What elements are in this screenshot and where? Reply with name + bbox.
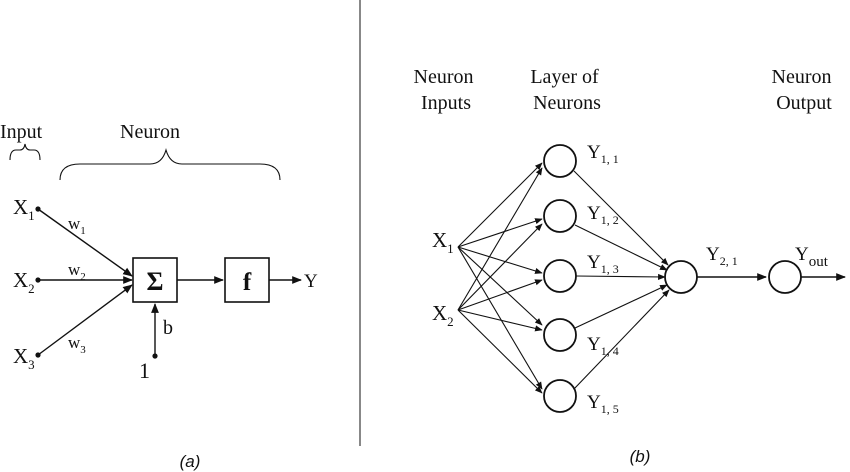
input-x2-label: X2 bbox=[13, 268, 35, 296]
header-layer-of-neurons: Layer of Neurons bbox=[530, 66, 603, 114]
input-hidden-connections bbox=[457, 162, 543, 394]
connection-h5-out bbox=[573, 289, 670, 390]
output-neuron bbox=[664, 260, 698, 294]
panel-a: Input Neuron X1 X2 X3 w1 w2 w3 Σ f Y bbox=[0, 121, 318, 471]
hidden-neuron-1-label: Y1, 1 bbox=[587, 142, 619, 166]
neuron-group-label: Neuron bbox=[120, 121, 180, 143]
input-x2-label: X2 bbox=[432, 301, 454, 329]
panel-b-caption: (b) bbox=[630, 447, 651, 466]
input-group-label: Input bbox=[0, 121, 43, 143]
input-brace bbox=[9, 143, 41, 161]
hidden-neuron-2-label: Y1, 2 bbox=[587, 203, 619, 227]
hidden-neuron-2 bbox=[543, 199, 577, 233]
hidden-neuron-1 bbox=[543, 144, 577, 178]
hidden-output-connections bbox=[573, 170, 670, 390]
panel-b: Neuron Inputs Layer of Neurons Neuron Ou… bbox=[414, 66, 846, 466]
weight-w2-label: w2 bbox=[68, 260, 86, 283]
final-neuron bbox=[768, 260, 802, 294]
activation-box bbox=[224, 257, 270, 303]
weight-w1-label: w1 bbox=[68, 214, 86, 237]
hidden-neuron-3 bbox=[543, 259, 577, 293]
connection-h2-out bbox=[574, 224, 668, 271]
bias-input-label: 1 bbox=[139, 358, 150, 383]
connection-h4-out bbox=[574, 284, 668, 329]
input-x1-label: X1 bbox=[13, 195, 35, 223]
final-output-label: Yout bbox=[795, 244, 829, 270]
weight-w3-label: w3 bbox=[68, 333, 86, 356]
hidden-neuron-4 bbox=[543, 318, 577, 352]
connection-x1-sum bbox=[37, 208, 133, 277]
neuron-brace bbox=[59, 148, 281, 181]
bias-b-label: b bbox=[163, 317, 173, 339]
header-neuron-output: Neuron Output bbox=[772, 66, 837, 114]
activation-symbol: f bbox=[243, 269, 252, 296]
connection-x1-h4 bbox=[457, 246, 543, 326]
summation-symbol: Σ bbox=[147, 267, 164, 296]
header-neuron-inputs: Neuron Inputs bbox=[414, 66, 479, 114]
input-x3-label: X3 bbox=[13, 344, 35, 372]
hidden-neuron-4-label: Y1, 4 bbox=[587, 334, 619, 358]
connection-x1-h3 bbox=[457, 246, 543, 274]
hidden-neuron-3-label: Y1, 3 bbox=[587, 252, 619, 276]
connection-x3-sum bbox=[37, 284, 133, 356]
connection-x1-h1 bbox=[457, 162, 543, 248]
connection-h3-out bbox=[575, 273, 666, 281]
connection-x2-h4 bbox=[457, 309, 543, 332]
panel-a-caption: (a) bbox=[180, 452, 201, 471]
output-neuron-label: Y2, 1 bbox=[706, 244, 738, 268]
hidden-neuron-5 bbox=[543, 379, 577, 413]
input-x1-label: X1 bbox=[432, 228, 454, 256]
connection-x2-h1 bbox=[457, 167, 543, 311]
connection-x2-h5 bbox=[457, 309, 543, 394]
connection-x1-h2 bbox=[457, 218, 543, 248]
hidden-neuron-5-label: Y1, 5 bbox=[587, 392, 619, 416]
connection-x1-h5 bbox=[457, 246, 543, 390]
output-y-label: Y bbox=[304, 271, 318, 292]
connection-x2-h3 bbox=[457, 279, 543, 311]
connection-h1-out bbox=[573, 170, 669, 266]
connection-x2-h2 bbox=[457, 223, 543, 311]
